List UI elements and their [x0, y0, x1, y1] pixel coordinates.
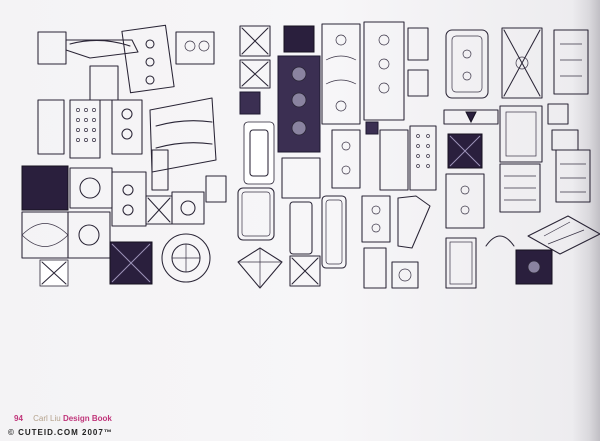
sketch-top-left-cluster — [37, 24, 215, 101]
sketch-center-dark-column — [277, 25, 347, 269]
sketch-right-cluster — [443, 27, 600, 289]
sketch-center-cluster — [321, 21, 437, 289]
sketch-center-left-cluster — [237, 25, 321, 289]
watermark-text: © CUTEID.COM 2007™ — [8, 428, 113, 437]
sketch-left-mid-cluster — [37, 97, 217, 191]
page-number: 94 — [14, 414, 23, 423]
sketch-left-lower-grid — [21, 165, 227, 287]
page-footer: 94 Carl Liu Design Book — [14, 413, 112, 425]
book-author: Carl Liu — [33, 414, 61, 423]
book-title: Design Book — [62, 414, 112, 423]
